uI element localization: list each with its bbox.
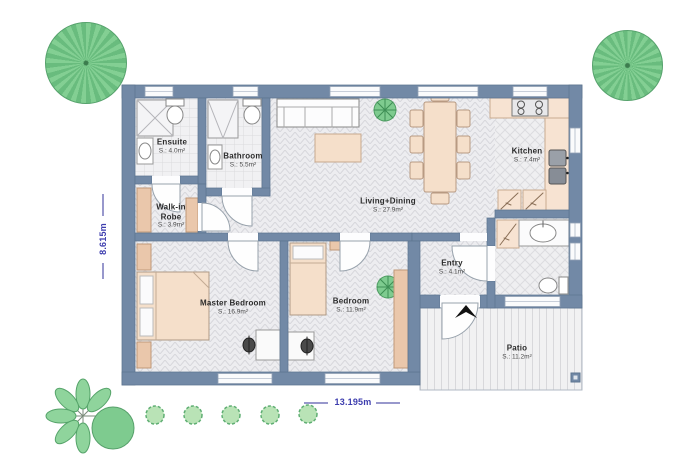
patio-area: S.: 11.2m² bbox=[502, 352, 532, 360]
room-label-bathroom: Bathroom S.: 5.5m² bbox=[223, 151, 262, 168]
living-name: Living+Dining bbox=[360, 196, 416, 206]
entry-arrow-icon bbox=[455, 305, 477, 318]
master-wardrobe-bottom bbox=[136, 341, 152, 369]
master-area: S.: 16.9m² bbox=[218, 307, 248, 315]
ensuite-sink bbox=[136, 137, 154, 165]
room-label-master-bedroom: Master Bedroom S.: 16.9m² bbox=[200, 298, 266, 315]
bedroom-desk bbox=[287, 331, 315, 361]
door-entry bbox=[451, 245, 488, 282]
entry-name: Entry bbox=[441, 258, 463, 268]
windows bbox=[144, 86, 581, 384]
bush-icon bbox=[221, 405, 241, 425]
ensuite-name: Ensuite bbox=[156, 137, 188, 147]
room-label-patio: Patio S.: 11.2m² bbox=[502, 343, 532, 360]
tree-top-left-icon bbox=[45, 22, 127, 104]
bathroom-sink bbox=[207, 144, 223, 170]
drain-icon bbox=[570, 372, 581, 383]
master-wardrobe-top bbox=[136, 243, 152, 271]
robe-name: Walk-in Robe bbox=[156, 202, 186, 222]
master-bed bbox=[136, 271, 210, 341]
room-label-ensuite: Ensuite S.: 4.0m² bbox=[157, 137, 187, 154]
door-ensuite bbox=[151, 183, 181, 213]
door-master-bedroom bbox=[227, 240, 259, 272]
patio-name: Patio bbox=[506, 343, 528, 353]
wall-left bbox=[121, 84, 136, 386]
dimension-tick bbox=[376, 402, 400, 404]
bush-icon bbox=[183, 405, 203, 425]
bush-row bbox=[145, 404, 318, 425]
wall-right bbox=[568, 84, 583, 309]
room-label-living-dining: Living+Dining S.: 27.9m² bbox=[360, 196, 416, 213]
coffee-table bbox=[314, 133, 362, 163]
tree-bottom-left-icon bbox=[45, 378, 135, 454]
door-bedroom bbox=[339, 240, 371, 272]
ensuite-area: S.: 4.0m² bbox=[158, 146, 186, 154]
dimension-tick bbox=[102, 263, 104, 279]
dimension-height: 8.615m bbox=[98, 223, 108, 255]
master-name: Master Bedroom bbox=[200, 298, 266, 308]
room-label-walkin-robe: Walk-in Robe S.: 3.9m² bbox=[148, 203, 194, 230]
bathroom-name: Bathroom bbox=[223, 151, 263, 161]
dimension-width: 13.195m bbox=[334, 397, 372, 407]
dimension-tick bbox=[304, 402, 328, 404]
tree-top-right-icon bbox=[592, 30, 663, 101]
room-label-kitchen: Kitchen S.: 7.4m² bbox=[512, 146, 543, 163]
robe-wardrobe-left bbox=[136, 187, 152, 233]
bathroom-toilet bbox=[242, 98, 262, 125]
bedroom-area: S.: 11.9m² bbox=[336, 305, 366, 313]
plant-living-icon bbox=[373, 98, 397, 122]
stove-icon bbox=[511, 98, 549, 117]
doors bbox=[151, 176, 495, 340]
robe-area: S.: 3.9m² bbox=[157, 221, 185, 229]
furniture bbox=[136, 89, 570, 369]
bush-icon bbox=[145, 405, 165, 425]
kitchen-tall-cabinets bbox=[496, 189, 547, 249]
bedroom-bed bbox=[289, 242, 327, 316]
wc-sink bbox=[518, 219, 570, 247]
bush-icon bbox=[260, 405, 280, 425]
kitchen-sink bbox=[548, 149, 569, 185]
ensuite-toilet bbox=[165, 98, 185, 125]
kitchen-area: S.: 7.4m² bbox=[513, 155, 541, 163]
bathroom-area: S.: 5.5m² bbox=[229, 160, 257, 168]
bedroom-wardrobe bbox=[393, 269, 409, 369]
living-area: S.: 27.9m² bbox=[373, 205, 403, 213]
wc-toilet bbox=[538, 276, 569, 295]
bathroom-shower bbox=[207, 99, 239, 139]
entry-area: S.: 4.1m² bbox=[438, 267, 466, 275]
door-robe bbox=[201, 202, 231, 232]
sofa bbox=[276, 98, 360, 128]
bedroom-name: Bedroom bbox=[332, 296, 370, 306]
room-label-entry: Entry S.: 4.1m² bbox=[439, 258, 465, 275]
door-bathroom bbox=[221, 195, 253, 227]
room-label-bedroom: Bedroom S.: 11.9m² bbox=[333, 296, 370, 313]
dimension-tick bbox=[102, 194, 104, 216]
bush-icon bbox=[298, 404, 318, 424]
kitchen-name: Kitchen bbox=[511, 146, 543, 156]
dining-table bbox=[409, 89, 471, 205]
